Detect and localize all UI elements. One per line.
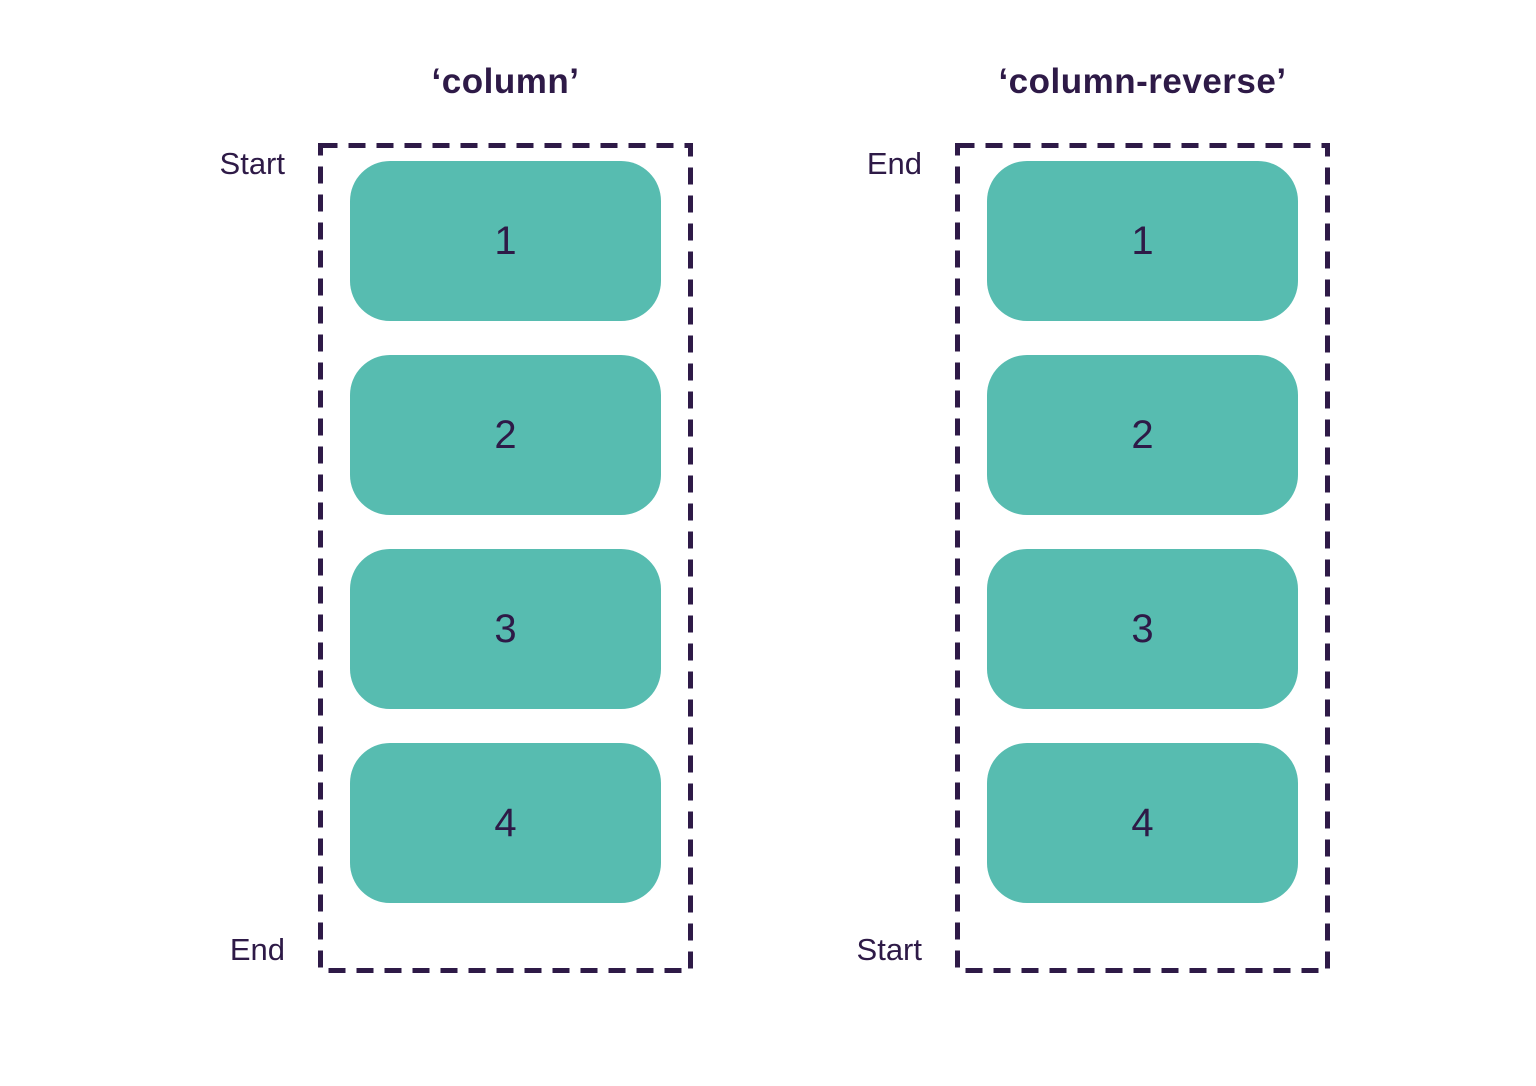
flex-item-1: 1 xyxy=(350,161,661,321)
flex-direction-diagram: ‘column’ Start End 1 2 3 4 ‘column-rever… xyxy=(206,64,1330,973)
panel-column: ‘column’ Start End 1 2 3 4 xyxy=(206,64,693,973)
flex-item-2: 2 xyxy=(987,355,1298,515)
flex-item-1: 1 xyxy=(987,161,1298,321)
panel-title: ‘column’ xyxy=(431,62,580,101)
flex-item-4: 4 xyxy=(350,743,661,903)
axis-labels: End Start xyxy=(843,143,955,973)
top-edge-label: Start xyxy=(219,146,285,181)
flex-container: 1 2 3 4 xyxy=(955,143,1330,973)
flex-container: 1 2 3 4 xyxy=(318,143,693,973)
bottom-edge-label: End xyxy=(229,931,285,967)
panel-title: ‘column-reverse’ xyxy=(998,62,1287,101)
top-edge-label: End xyxy=(866,146,922,181)
flex-item-3: 3 xyxy=(987,549,1298,709)
bottom-edge-label: Start xyxy=(856,931,922,967)
flex-item-4: 4 xyxy=(987,743,1298,903)
flex-item-3: 3 xyxy=(350,549,661,709)
panel-column-reverse: ‘column-reverse’ End Start 1 2 3 4 xyxy=(843,64,1330,973)
flex-item-2: 2 xyxy=(350,355,661,515)
axis-labels: Start End xyxy=(206,143,318,973)
